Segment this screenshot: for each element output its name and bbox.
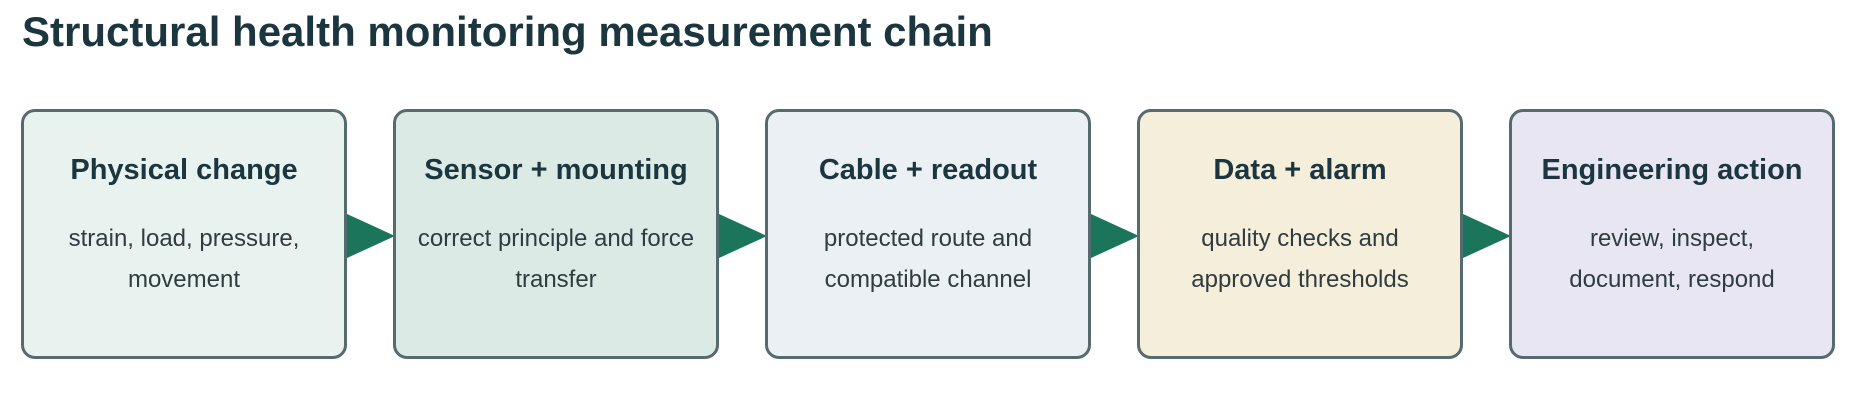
step-title: Cable + readout	[818, 154, 1038, 186]
arrow-icon	[1463, 214, 1511, 258]
arrow-icon	[1091, 214, 1139, 258]
step-description: protected route and compatible channel	[823, 225, 1033, 293]
step-title: Physical change	[70, 154, 298, 186]
step-description: strain, load, pressure, movement	[68, 225, 300, 293]
step-data-alarm: Data + alarm quality checks and approved…	[1137, 109, 1463, 359]
diagram-title: Structural health monitoring measurement…	[22, 8, 993, 55]
step-description: correct principle and force transfer	[417, 225, 695, 293]
step-title: Sensor + mounting	[424, 154, 688, 186]
step-sensor-mounting: Sensor + mounting correct principle and …	[393, 109, 719, 359]
step-title: Engineering action	[1541, 154, 1803, 186]
step-description: review, inspect, document, respond	[1569, 225, 1775, 293]
step-title: Data + alarm	[1213, 154, 1387, 186]
step-engineering-action: Engineering action review, inspect, docu…	[1509, 109, 1835, 359]
arrow-icon	[347, 214, 395, 258]
step-physical-change: Physical change strain, load, pressure, …	[21, 109, 347, 359]
arrow-icon	[719, 214, 767, 258]
step-description: quality checks and approved thresholds	[1191, 225, 1409, 293]
step-cable-readout: Cable + readout protected route and comp…	[765, 109, 1091, 359]
